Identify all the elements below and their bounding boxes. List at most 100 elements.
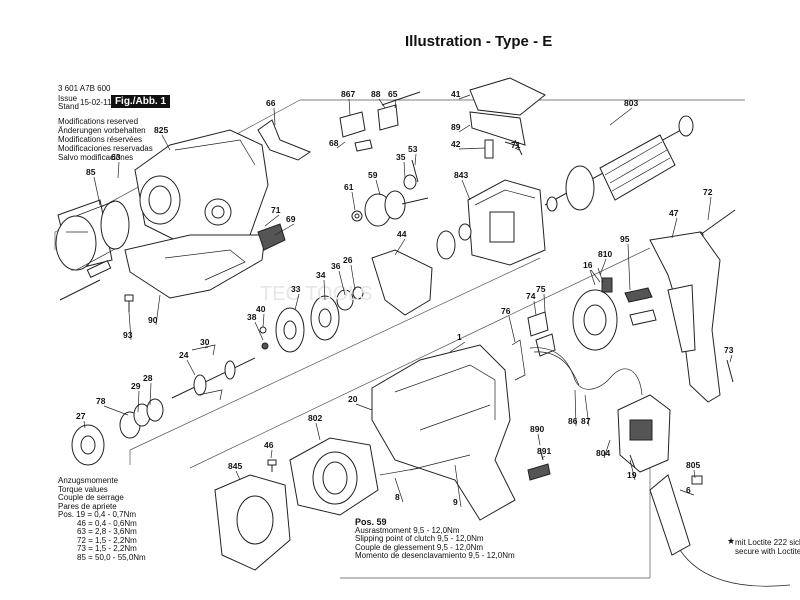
part-number-label: 85 — [86, 167, 96, 177]
leader-line — [458, 147, 486, 150]
leader-line — [235, 470, 241, 481]
torque-row: 73 = 1,5 - 2,2Nm — [77, 544, 137, 553]
leader-line — [273, 107, 276, 126]
leader-line — [83, 420, 86, 429]
trigger-switch-804 — [617, 394, 671, 473]
leader-line — [117, 161, 120, 179]
note-line: Modifications reserved — [58, 117, 139, 126]
bearing-rings — [71, 398, 164, 466]
leader-line — [355, 403, 373, 411]
part-number-label: 810 — [598, 249, 612, 259]
pos59-clutch-note: Pos. 59 Ausrastmoment 9,5 - 12,0Nm Slipp… — [355, 518, 515, 561]
leader-line — [414, 153, 417, 166]
part-number-label: 1 — [457, 332, 462, 342]
leader-line — [161, 134, 171, 151]
pos59-heading: Pos. 59 — [355, 517, 387, 527]
ball-and-washer — [259, 326, 269, 350]
leader-line — [729, 354, 733, 363]
leader-line — [137, 390, 140, 413]
leader-line — [458, 124, 471, 133]
leader-line — [449, 341, 466, 353]
pos59-row: Couple de glessement 9,5 - 12,0Nm — [355, 542, 484, 552]
part-number-label: 28 — [143, 373, 153, 383]
power-cable — [649, 474, 791, 587]
torque-label: Torque values — [58, 484, 108, 494]
part-number-label: 20 — [348, 394, 358, 404]
gear-housing-843 — [436, 179, 546, 266]
leader-line — [707, 196, 712, 221]
part-number-label: 8 — [395, 492, 400, 502]
leader-line — [461, 179, 471, 201]
part-number-label: 66 — [266, 98, 276, 108]
part-number-label: 68 — [329, 138, 339, 148]
torque-label: Anzugsmomente — [58, 476, 119, 485]
part-number-label: 93 — [123, 330, 133, 340]
leader-line — [543, 293, 546, 313]
leader-line — [294, 293, 300, 311]
brush-holder-cover — [469, 77, 546, 159]
leader-line — [590, 269, 601, 283]
part-number-label: 26 — [343, 255, 353, 265]
part-number-label: 86 — [568, 416, 578, 426]
part-number-label: 78 — [96, 396, 106, 406]
leader-line — [629, 459, 636, 481]
leader-line — [155, 294, 161, 326]
part-number-label: 845 — [228, 461, 242, 471]
part-number-label: 73 — [724, 345, 734, 355]
torque-row: 63 = 2,8 - 3,6Nm — [77, 527, 137, 536]
leader-line — [458, 94, 471, 100]
part-number-label: 825 — [154, 125, 168, 135]
pos59-row: Ausrastmoment 9,5 - 12,0Nm — [355, 525, 460, 535]
leader-line — [378, 98, 386, 109]
part-number-label: 30 — [200, 337, 210, 347]
leader-line — [348, 98, 351, 116]
torque-row: 85 = 50,0 - 55,0Nm — [77, 552, 146, 562]
part-number-label: 41 — [451, 89, 461, 99]
issue-label: Issue — [58, 94, 78, 103]
pos59-row: Slipping point of clutch 9,5 - 12,0Nm — [355, 534, 484, 543]
motor-housing — [371, 344, 516, 521]
leader-line — [394, 98, 397, 109]
part-number-label: 16 — [583, 260, 593, 270]
leader-line — [375, 179, 381, 196]
part-number-label: 71 — [511, 140, 521, 150]
leader-line — [93, 176, 101, 206]
leader-line — [103, 405, 129, 416]
part-number-label: 843 — [454, 170, 468, 180]
pos59-row: Momento de desenclavamiento 9,5 - 12,0Nm — [355, 551, 515, 560]
leader-line — [128, 311, 132, 341]
cable-harness — [529, 347, 643, 396]
part-number-label: 88 — [371, 89, 381, 99]
leader-line — [264, 214, 280, 227]
part-number-label: 24 — [179, 350, 189, 360]
leader-line — [454, 464, 462, 508]
gear-housing-front — [134, 129, 269, 251]
leader-line — [671, 217, 678, 239]
leader-line — [270, 449, 273, 459]
part-number-label: 71 — [271, 205, 281, 215]
leader-line — [603, 439, 611, 459]
torque-values: Anzugsmomente Torque values Couple de se… — [58, 476, 146, 562]
leader-line — [394, 477, 404, 503]
gear-plate-44 — [371, 249, 433, 316]
part-number-label: 6 — [686, 485, 691, 495]
clips-95 — [624, 287, 657, 326]
part-number-label: 61 — [344, 182, 354, 192]
part-number-label: 72 — [703, 187, 713, 197]
clutch-gear-59 — [364, 190, 429, 227]
spindle-24 — [171, 357, 256, 399]
part-number-label: 69 — [286, 214, 296, 224]
pins-and-washers — [351, 159, 419, 222]
leader-line — [508, 315, 516, 343]
leader-line — [351, 191, 356, 211]
housing-cover — [124, 234, 266, 299]
leader-line — [149, 382, 152, 406]
brush-plate-810 — [572, 267, 618, 351]
carbon-brush-holders — [527, 311, 556, 357]
leader-line — [262, 313, 265, 328]
note-line: Modifications réservées — [58, 135, 143, 144]
part-number-label: 76 — [501, 306, 511, 316]
part-number-label: 74 — [526, 291, 536, 301]
part-number-label: 95 — [620, 234, 630, 244]
